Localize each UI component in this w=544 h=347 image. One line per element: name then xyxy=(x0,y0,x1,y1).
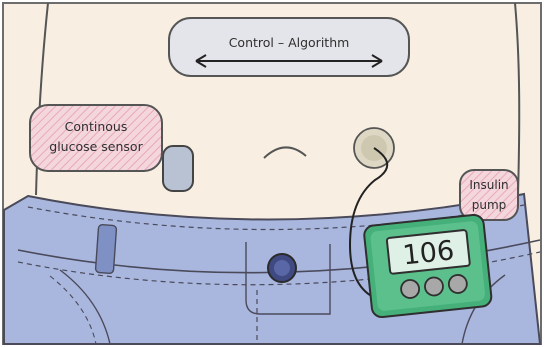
insulin-pump: 106 xyxy=(363,214,492,318)
pump-label-line2: pump xyxy=(472,198,507,212)
pump-label-line1: Insulin xyxy=(469,178,508,192)
control-algorithm-label: Control – Algorithm xyxy=(229,35,350,50)
cgm-label-box xyxy=(30,105,162,171)
belt-loop-left xyxy=(95,224,116,273)
pump-display-value: 106 xyxy=(401,235,456,271)
pump-button-1[interactable] xyxy=(400,279,420,299)
cgm-label-line2: glucose sensor xyxy=(49,139,143,154)
cgm-label-line1: Continous xyxy=(65,119,128,134)
glucose-sensor-device xyxy=(163,146,193,191)
pump-button-3[interactable] xyxy=(448,274,468,294)
belt-loop-center xyxy=(248,238,308,242)
pump-button-2[interactable] xyxy=(424,277,444,297)
